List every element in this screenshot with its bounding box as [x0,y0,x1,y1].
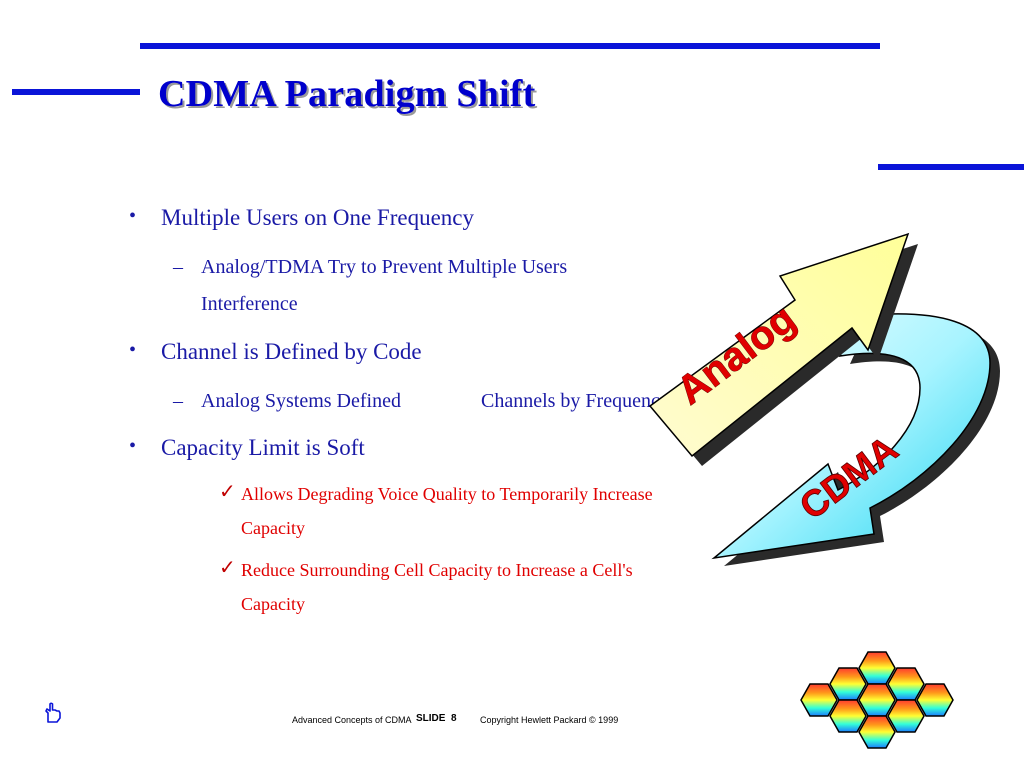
footer-copyright: Copyright Hewlett Packard © 1999 [480,715,619,725]
bullet-dot: • [129,339,137,361]
sub-bullet-text-line1: Analog/TDMA Try to Prevent Multiple User… [201,256,568,278]
hexagon-cells-icon [800,651,954,749]
check-icon: ✓ [219,557,236,579]
bullet-dot: • [129,205,137,227]
check-text-line2: Capacity [241,518,305,538]
sub-bullet-text-line2: Interference [201,293,298,315]
dash-marker: – [173,256,183,278]
cdma-arrow [711,313,991,560]
check-item-surrounding: ✓ Reduce Surrounding Cell Capacity to In… [219,553,633,621]
bullet-capacity-soft: • Capacity Limit is Soft [129,435,365,461]
check-text-line1: Allows Degrading Voice Quality to Tempor… [241,484,653,504]
check-text-line1: Reduce Surrounding Cell Capacity to Incr… [241,560,633,580]
analog-arrow [648,232,910,458]
sub-bullet-analog-systems: – Analog Systems Defined Channels by Fre… [173,383,670,420]
bullet-text: Multiple Users on One Frequency [161,205,474,230]
bullet-text: Capacity Limit is Soft [161,435,365,460]
slide-title: CDMA Paradigm Shift [158,73,536,115]
top-rule [140,43,880,49]
check-icon: ✓ [219,481,236,503]
sub-bullet-analog-tdma: – Analog/TDMA Try to Prevent Multiple Us… [173,249,568,323]
bullet-dot: • [129,435,137,457]
footer-course-title: Advanced Concepts of CDMA [292,715,412,725]
analog-cdma-arrows-graphic: Analog CDMA [648,232,1000,566]
dash-marker: – [173,390,183,412]
check-item-degrading: ✓ Allows Degrading Voice Quality to Temp… [219,477,653,545]
pointing-hand-icon [45,702,61,723]
right-rule [878,164,1024,170]
bullet-channel-code: • Channel is Defined by Code [129,339,422,365]
bullet-text: Channel is Defined by Code [161,339,422,364]
bullet-multiple-users: • Multiple Users on One Frequency [129,205,474,231]
left-rule [12,89,140,95]
check-text-line2: Capacity [241,594,305,614]
sub-bullet-text-part1: Analog Systems Defined [201,390,401,412]
footer-slide-number: SLIDE 8 [416,713,457,724]
sub-bullet-text-part2: Channels by Frequency [480,390,670,412]
